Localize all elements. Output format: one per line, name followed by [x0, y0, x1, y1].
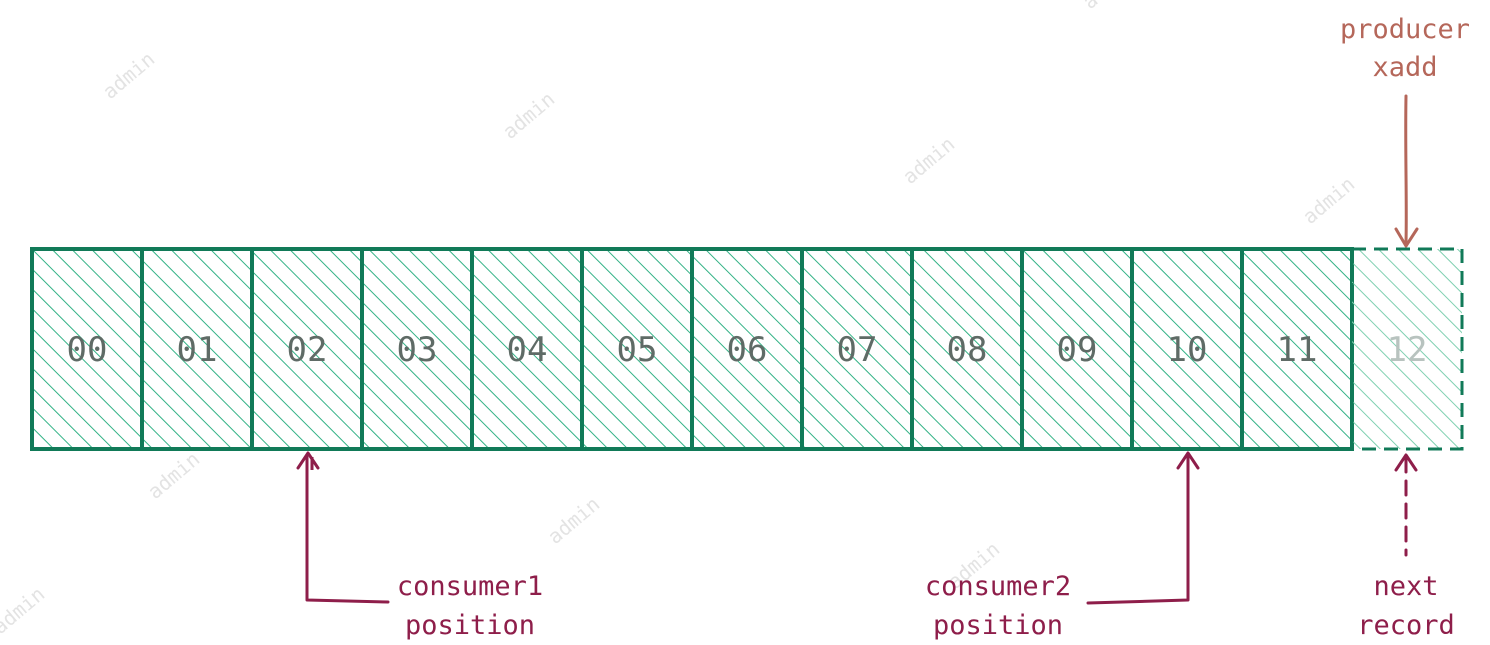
stream-entry-box [470, 247, 584, 451]
producer-arrow-shaft [1404, 94, 1408, 245]
stream-entry: 06 [690, 247, 804, 451]
stream-entry: 09 [1020, 247, 1134, 451]
stream-entry: 01 [140, 247, 254, 451]
consumer2-arrow-shaft [1086, 455, 1190, 605]
producer-annotation: producer xadd [1340, 14, 1470, 248]
stream-entry-id: 08 [947, 330, 988, 370]
watermark-text: admin [98, 47, 160, 104]
consumer1-arrow-head [296, 451, 320, 470]
producer-label: producer [1340, 14, 1470, 45]
stream-entry-pending: 12 [1350, 247, 1464, 451]
consumer1-position-label: position [405, 610, 535, 641]
stream-entry-box [30, 247, 144, 451]
stream-entry-id: 02 [287, 330, 328, 370]
consumer2-arrow-head [1176, 451, 1200, 470]
stream-entry-id: 11 [1277, 330, 1318, 370]
stream-entry-box [1350, 247, 1464, 451]
stream-entry: 04 [470, 247, 584, 451]
stream-entry-id: 03 [397, 330, 438, 370]
stream-entry-box [690, 247, 804, 451]
consumer2-label: consumer2 [925, 571, 1071, 602]
stream-entry-id: 10 [1167, 330, 1208, 370]
watermark-text: admin [143, 447, 205, 504]
stream-entry: 03 [360, 247, 474, 451]
consumer1-label: consumer1 [397, 571, 543, 602]
next-record-label: next [1373, 571, 1438, 602]
stream-entry-id: 07 [837, 330, 878, 370]
next-record-annotation: next record [1357, 453, 1455, 641]
stream-entry-id: 06 [727, 330, 768, 370]
stream-entry: 10 [1130, 247, 1244, 451]
consumer1-arrow-shaft [305, 455, 390, 604]
stream-entry: 00 [30, 247, 144, 451]
producer-arrow-head [1394, 227, 1419, 248]
stream-entry-id: 09 [1057, 330, 1098, 370]
watermark-text: admin [498, 87, 560, 144]
stream-entry: 08 [910, 247, 1024, 451]
watermark-text: admin [543, 492, 605, 549]
stream-entry: 02 [250, 247, 364, 451]
stream-entry: 07 [800, 247, 914, 451]
stream-entry-id: 04 [507, 330, 548, 370]
consumer1-annotation: consumer1 position [296, 451, 543, 641]
next-record-arrow-head [1394, 453, 1418, 472]
watermark-text: admin [1078, 0, 1140, 14]
stream-entry-id: 12 [1387, 330, 1428, 370]
consumer2-annotation: consumer2 position [925, 451, 1200, 641]
stream-entry-id: 05 [617, 330, 658, 370]
watermark-text: admin [0, 582, 49, 639]
consumer2-position-label: position [933, 610, 1063, 641]
stream-entry-id: 01 [177, 330, 218, 370]
stream-entry-box [800, 247, 914, 451]
stream-entry-id: 00 [67, 330, 108, 370]
stream-entry-box [910, 247, 1024, 451]
next-record-label-record: record [1357, 610, 1455, 641]
stream-entry: 11 [1240, 247, 1354, 451]
stream-entry: 05 [580, 247, 694, 451]
producer-command-label: xadd [1372, 52, 1437, 83]
stream-entry-box [580, 247, 694, 451]
watermark-text: admin [898, 132, 960, 189]
watermark-text: admin [1298, 172, 1360, 229]
stream-entries: 00 01 02 03 04 05 06 07 08 09 10 11 12 [30, 247, 1464, 451]
